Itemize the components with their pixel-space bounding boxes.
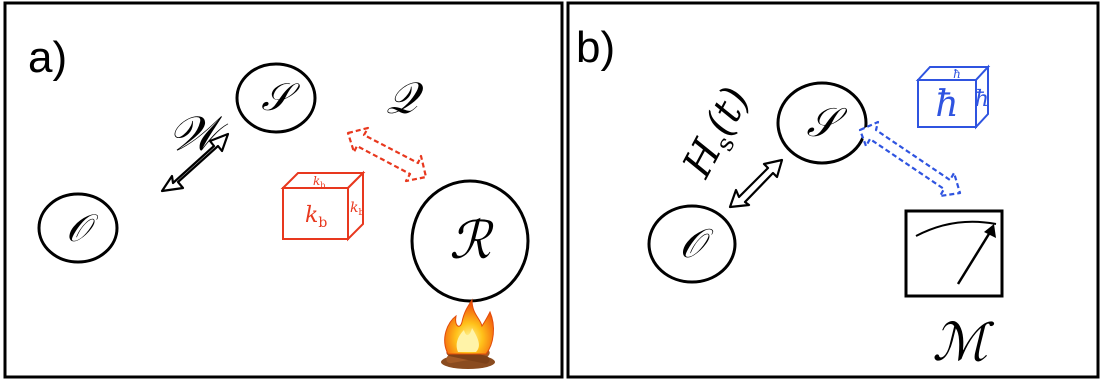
- panel-a-label: a): [28, 33, 67, 82]
- hamiltonian-label: Hs(t): [674, 80, 763, 188]
- system-node-b: 𝒮: [776, 81, 868, 165]
- work-label: 𝒲: [168, 106, 229, 162]
- meter-icon: [904, 209, 1004, 298]
- meter-label: ℳ: [932, 313, 994, 373]
- measurement-arrow: [858, 120, 962, 198]
- panel-b-frame: [566, 1, 1100, 379]
- panel-b: b) 𝒮 𝒪 Hs(t) ħ ħ ħ: [566, 1, 1100, 379]
- panel-b-label: b): [576, 23, 615, 72]
- observer-node-b: 𝒪: [647, 204, 737, 284]
- hbar-cube-label: ħ: [935, 84, 958, 125]
- campfire-icon: [441, 298, 495, 369]
- hbar-cube-side: ħ: [975, 87, 989, 112]
- heat-label: 𝒬: [386, 73, 424, 124]
- hbar-cube-top: ħ: [953, 67, 961, 81]
- system-node: 𝒮: [235, 62, 317, 134]
- hamiltonian-arrow: [728, 158, 784, 209]
- kb-cube: kb kb kb: [280, 170, 366, 242]
- observer-node: 𝒪: [37, 192, 119, 264]
- kb-cube-side: kb: [350, 200, 364, 218]
- kb-cube-label: kb: [305, 203, 327, 231]
- hbar-cube: ħ ħ ħ: [915, 64, 991, 130]
- reservoir-node: ℛ: [410, 179, 530, 303]
- reservoir-symbol: ℛ: [449, 211, 494, 271]
- work-arrow: [160, 132, 230, 193]
- heat-arrow: [346, 126, 428, 183]
- kb-cube-top: kb: [313, 174, 325, 190]
- panel-a: a) 𝒮 𝒪 ℛ 𝒲 𝒬 kb: [3, 1, 564, 379]
- panel-a-frame: [3, 1, 564, 379]
